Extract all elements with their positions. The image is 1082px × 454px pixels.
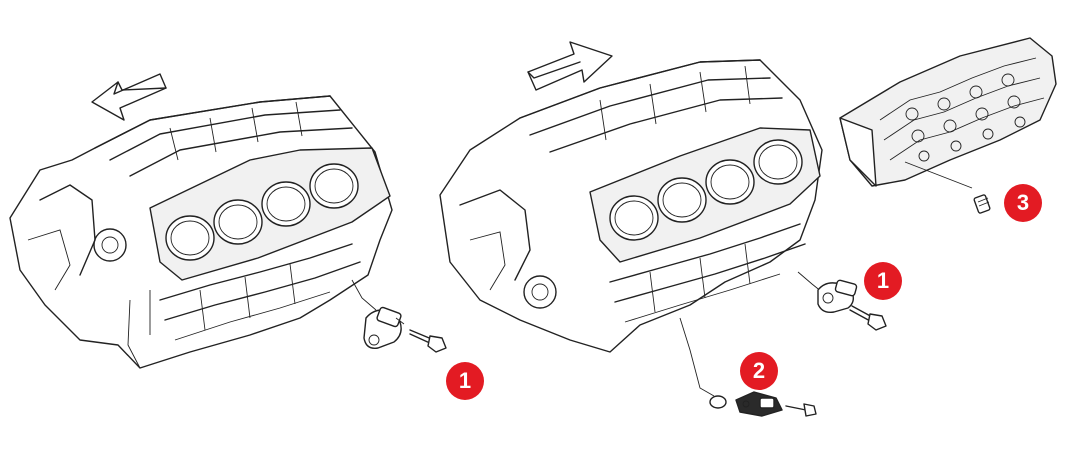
- right-upper-sensor-bolt: [849, 305, 887, 331]
- callout-badge-1-left: 1: [446, 362, 484, 400]
- cylinder-head-sensor: [973, 194, 991, 214]
- right-engine-block: [439, 59, 823, 397]
- o-ring: [709, 395, 727, 409]
- right-upper-knock-sensor: [817, 279, 858, 314]
- left-sensor-bolt: [409, 329, 447, 353]
- right-lower-sensor-bolt: [785, 403, 817, 417]
- direction-arrow-right-icon: [527, 41, 613, 91]
- cylinder-head: [839, 37, 1057, 189]
- callout-badge-3: 3: [1004, 184, 1042, 222]
- direction-arrow-left-icon: [91, 73, 167, 121]
- left-knock-sensor: [363, 306, 405, 349]
- callout-badge-2: 2: [740, 352, 778, 390]
- right-lower-knock-sensor: [735, 391, 783, 417]
- left-engine-block: [9, 95, 393, 369]
- callout-badge-1-right: 1: [864, 262, 902, 300]
